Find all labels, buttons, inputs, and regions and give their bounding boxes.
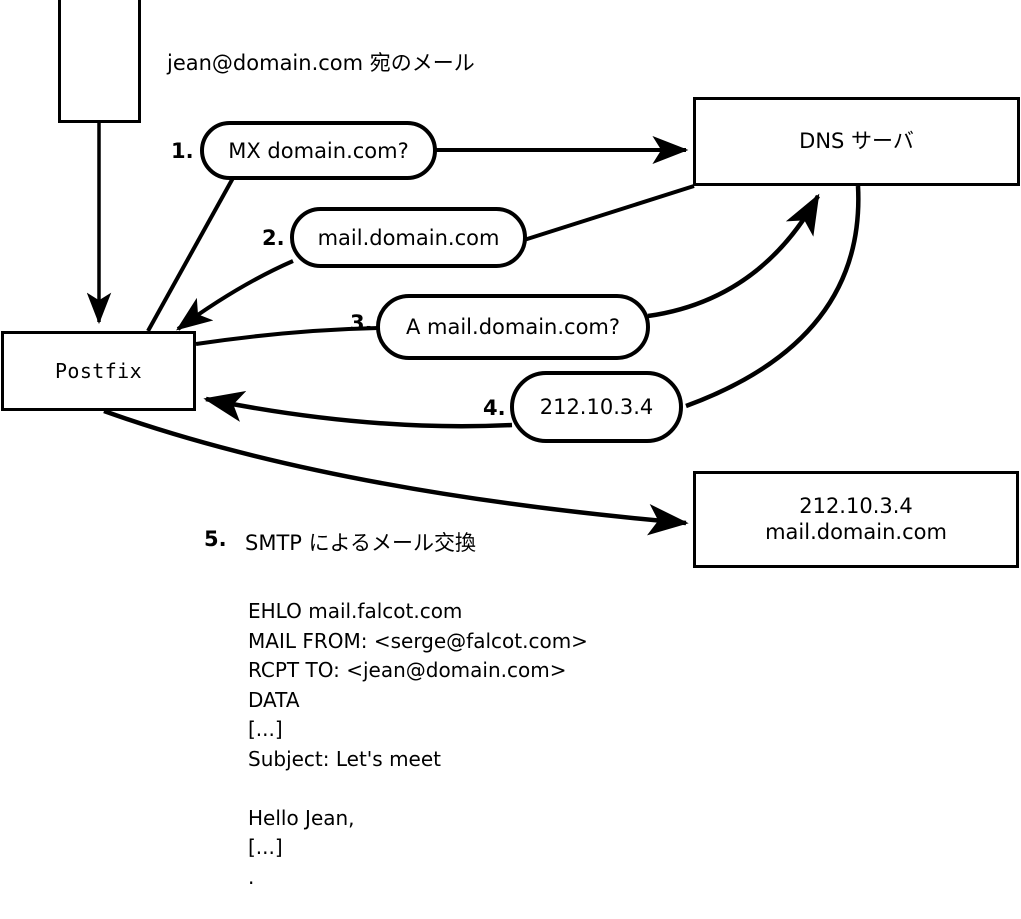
transcript-line: Hello Jean, [248,805,355,830]
mail-server-ip: 212.10.3.4 [799,493,913,518]
step-5-number: 5. [204,527,227,551]
mail-destination-note: jean@domain.com 宛のメール [167,51,475,75]
postfix-box-label: Postfix [54,358,143,383]
postfix-box: Postfix [1,331,196,411]
step-1-label: MX domain.com? [228,138,409,163]
step-2-bubble: mail.domain.com [290,207,527,268]
step-3-label: A mail.domain.com? [405,315,621,339]
connector-step2-to-postfix [176,259,294,331]
mail-server-box: 212.10.3.4 mail.domain.com [693,471,1019,568]
transcript-line: RCPT TO: <jean@domain.com> [248,658,567,682]
step-1-bubble: MX domain.com? [200,121,437,180]
connector-step4-to-postfix [203,391,513,429]
mail-server-hostname: mail.domain.com [765,519,947,544]
transcript-line-blank [248,774,588,804]
transcript-line: [...] [248,835,283,859]
transcript-line: EHLO mail.falcot.com [248,599,463,623]
dns-server-label: DNS サーバ [799,128,914,153]
transcript-line: . [248,864,255,889]
transcript-line: [...] [248,717,283,741]
step-2-number: 2. [262,226,285,250]
connector-step4-from-dns [685,185,861,409]
connector-step5-smtp [103,408,689,536]
transcript-line: MAIL FROM: <serge@falcot.com> [248,628,588,653]
step-2-label: mail.domain.com [317,225,500,250]
dns-server-box: DNS サーバ [693,97,1020,186]
transcript-line: DATA [248,687,300,712]
connector-step3-origin [195,326,379,346]
step-5-label: SMTP によるメール交換 [245,531,476,555]
mua-box [58,0,141,123]
transcript-line: Subject: Let's meet [248,746,442,771]
connector-step3-to-dns [647,193,820,319]
connector-step2-from-dns [523,184,695,242]
step-4-bubble: 212.10.3.4 [510,371,683,443]
smtp-transcript: EHLO mail.falcot.com MAIL FROM: <serge@f… [248,597,588,892]
step-3-number: 3. [350,311,373,335]
connector-step1-origin [146,177,235,332]
step-1-number: 1. [171,139,194,163]
step-4-label: 212.10.3.4 [539,395,654,419]
step-3-bubble: A mail.domain.com? [376,294,650,360]
step-4-number: 4. [483,396,506,420]
